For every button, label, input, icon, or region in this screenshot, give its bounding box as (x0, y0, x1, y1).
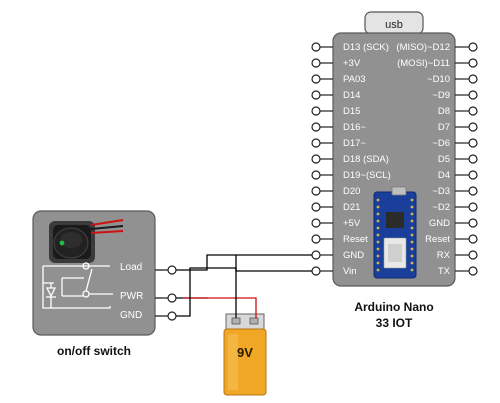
pin-label-right: ~D3 (432, 186, 450, 197)
switch-terminal-pwr: PWR (120, 291, 143, 302)
pin-label-right: ~D10 (427, 74, 450, 85)
pin-label-left: D19~(SCL) (343, 170, 391, 181)
right-pin-stubs (455, 42, 478, 276)
right-pin-labels: (MISO)~D12 (MOSI)~D11 ~D10 ~D9 D8 D7 ~D6… (396, 42, 450, 277)
power-led-icon (59, 240, 65, 246)
usb-label: usb (385, 19, 403, 31)
pin-label-left: D18 (SDA) (343, 154, 389, 165)
nano-board-image (373, 186, 417, 279)
pin-label-left: Vin (343, 266, 357, 277)
pin-label-right: D5 (438, 154, 450, 165)
battery-label: 9V (237, 345, 253, 360)
pin-label-left: Reset (343, 234, 368, 245)
switch-terminal-pwr-node (167, 293, 177, 303)
switch-terminal-load-node (167, 265, 177, 275)
switch-terminal-load: Load (120, 262, 142, 273)
pin-label-right: RX (437, 250, 451, 261)
pin-label-right: D4 (438, 170, 450, 181)
pin-label-left: PA03 (343, 74, 366, 85)
pin-label-right: ~D9 (432, 90, 450, 101)
left-pin-labels: D13 (SCK) +3V PA03 D14 D15 D16~ D17~ D18… (343, 42, 391, 277)
pin-label-left: D15 (343, 106, 360, 117)
pin-label-left: +5V (343, 218, 361, 229)
wires (155, 254, 312, 321)
switch-schematic (42, 262, 113, 309)
pin-label-left: +3V (343, 58, 361, 69)
switch-label: on/off switch (57, 344, 131, 358)
pin-label-left: D17~ (343, 138, 366, 149)
pin-label-right: ~D6 (432, 138, 450, 149)
board-name-line1: Arduino Nano (354, 300, 433, 314)
arduino-board: usb D13 (SCK) +3V PA03 D14 D15 D16~ D17~… (311, 11, 478, 330)
pin-label-right: D7 (438, 122, 450, 133)
left-pin-stubs (311, 42, 333, 276)
wire-pwr-to-battery-positive (183, 297, 257, 318)
pin-label-right: (MISO)~D12 (396, 42, 450, 53)
pin-label-left: D13 (SCK) (343, 42, 389, 53)
pin-label-left: D14 (343, 90, 360, 101)
pin-label-right: ~D2 (432, 202, 450, 213)
pin-label-right: Reset (425, 234, 450, 245)
pin-label-right: D8 (438, 106, 450, 117)
pin-label-left: D16~ (343, 122, 366, 133)
switch-module: Load PWR GND on/off switch (32, 210, 156, 358)
pin-label-left: GND (343, 250, 364, 261)
wire-gnd-switch (176, 267, 312, 317)
pin-label-left: D21 (343, 202, 360, 213)
wire-load-to-vin (176, 254, 312, 271)
pin-label-left: D20 (343, 186, 360, 197)
pin-label-right: (MOSI)~D11 (397, 58, 450, 69)
pin-label-right: GND (429, 218, 450, 229)
switch-terminal-gnd: GND (120, 310, 142, 321)
battery-terminal-positive (249, 317, 259, 325)
switch-terminal-gnd-node (167, 311, 177, 321)
board-name-line2: 33 IOT (376, 316, 413, 330)
pin-label-right: TX (438, 266, 451, 277)
rocker-switch-icon (49, 219, 124, 263)
battery-terminal-negative (231, 317, 241, 325)
battery-9v: 9V (223, 313, 267, 396)
